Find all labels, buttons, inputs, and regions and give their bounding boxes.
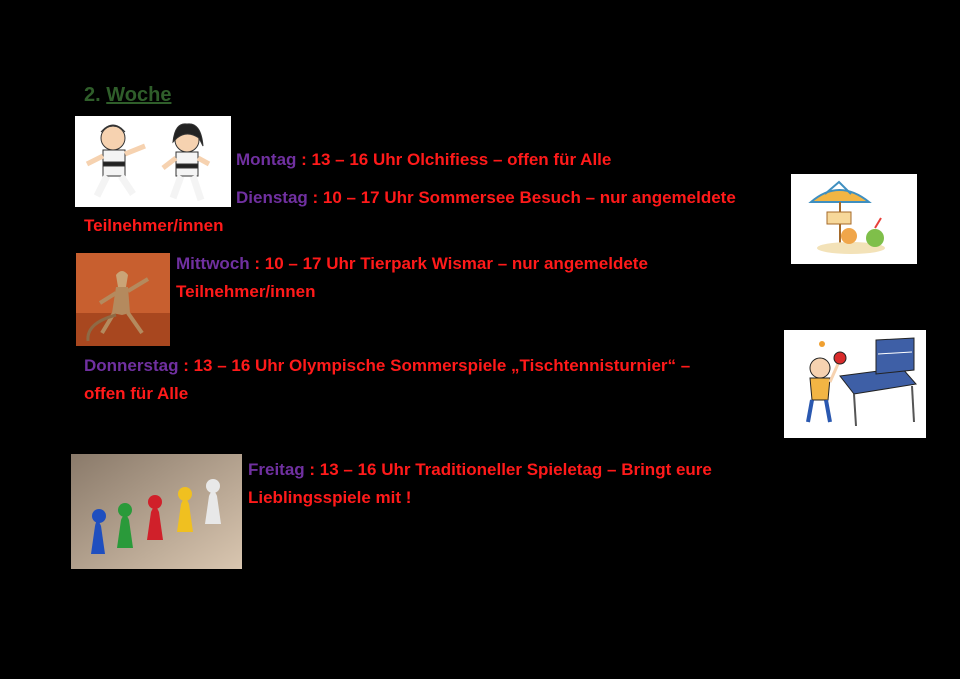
entry-montag: Montag : 13 – 16 Uhr Olchifiess – offen … [236, 146, 611, 174]
entry-text: offen für Alle [84, 384, 189, 403]
entry-mittwoch-cont: Teilnehmer/innen [176, 278, 316, 306]
entry-text: : 10 – 17 Uhr Sommersee Besuch – nur ang… [307, 188, 736, 207]
entry-freitag-cont: Lieblingsspiele mit ! [248, 484, 411, 512]
entry-dienstag-cont: Teilnehmer/innen [84, 212, 224, 240]
beach-umbrella-image [791, 174, 917, 264]
entry-text: : 13 – 16 Uhr Olchifiess – offen für All… [296, 150, 612, 169]
day-label: Mittwoch [176, 254, 250, 273]
entry-donnerstag-cont: offen für Alle [84, 380, 188, 408]
title-number: 2. [84, 84, 101, 106]
day-label: Dienstag [236, 188, 308, 207]
karate-girl [161, 123, 211, 202]
entry-text: : 13 – 16 Uhr Olympische Sommerspiele „T… [178, 356, 691, 375]
page-title: 2. Woche [84, 84, 171, 107]
entry-text: : 10 – 17 Uhr Tierpark Wismar – nur ange… [249, 254, 648, 273]
entry-donnerstag: Donnerstag : 13 – 16 Uhr Olympische Somm… [84, 352, 690, 380]
title-word: Woche [106, 84, 172, 106]
karate-boy [85, 124, 146, 198]
entry-text: Teilnehmer/innen [176, 282, 316, 301]
day-label: Freitag [248, 460, 305, 479]
game-pieces-image [71, 454, 242, 569]
entry-freitag: Freitag : 13 – 16 Uhr Traditioneller Spi… [248, 456, 712, 484]
entry-text: Lieblingsspiele mit ! [248, 488, 412, 507]
day-label: Donnerstag [84, 356, 179, 375]
entry-text: Teilnehmer/innen [84, 216, 224, 235]
day-label: Montag [236, 150, 297, 169]
entry-mittwoch: Mittwoch : 10 – 17 Uhr Tierpark Wismar –… [176, 250, 648, 278]
entry-text: : 13 – 16 Uhr Traditioneller Spieletag –… [304, 460, 712, 479]
meerkat-image [76, 253, 170, 346]
table-tennis-image [784, 330, 926, 438]
entry-dienstag: Dienstag : 10 – 17 Uhr Sommersee Besuch … [236, 184, 736, 212]
karate-kids-image [75, 116, 231, 207]
